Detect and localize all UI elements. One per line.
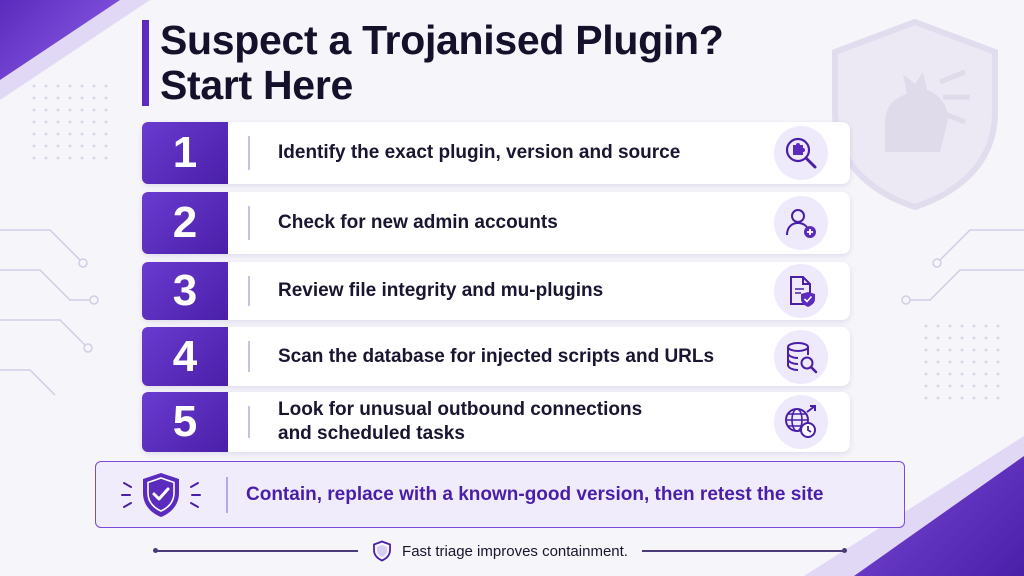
footer-line-right	[641, 548, 848, 553]
step-item-3: 3 Review file integrity and mu-plugins	[142, 262, 850, 320]
dot-pattern-left	[28, 80, 108, 160]
step-item-5: 5 Look for unusual outbound connections …	[142, 392, 850, 452]
title-accent-bar	[142, 20, 149, 106]
step-divider	[248, 206, 250, 240]
step-divider	[248, 136, 250, 170]
callout-text: Contain, replace with a known-good versi…	[246, 483, 824, 505]
file-shield-icon	[774, 264, 828, 318]
footer-line-left	[152, 548, 359, 553]
step-label: Identify the exact plugin, version and s…	[278, 142, 681, 163]
step-divider	[248, 341, 250, 372]
shield-outline-icon	[373, 540, 391, 562]
step-number: 2	[142, 192, 228, 254]
step-label-line2: and scheduled tasks	[278, 423, 465, 444]
circuit-lines-left	[0, 229, 99, 396]
puzzle-search-icon	[774, 126, 828, 180]
step-number: 5	[142, 392, 228, 452]
step-item-2: 2 Check for new admin accounts	[142, 192, 850, 254]
step-label: Look for unusual outbound connections an…	[250, 392, 850, 452]
footer: Fast triage improves containment.	[152, 540, 848, 562]
step-item-4: 4 Scan the database for injected scripts…	[142, 327, 850, 386]
database-search-icon	[774, 329, 828, 384]
dot-pattern-right	[920, 320, 1000, 400]
containment-callout: Contain, replace with a known-good versi…	[95, 461, 905, 528]
page-title-line1: Suspect a Trojanised Plugin?	[160, 17, 724, 63]
page-title-line2: Start Here	[160, 62, 353, 108]
step-number: 1	[142, 122, 228, 184]
step-label-line1: Look for unusual outbound connections	[278, 399, 643, 420]
step-label: Scan the database for injected scripts a…	[278, 345, 715, 367]
user-add-icon	[774, 196, 828, 250]
step-number: 3	[142, 262, 228, 320]
shield-check-icon	[96, 469, 226, 521]
corner-decoration-top-left	[0, 0, 120, 80]
step-item-1: 1 Identify the exact plugin, version and…	[142, 122, 850, 184]
callout-divider	[226, 476, 228, 513]
page-title: Suspect a Trojanised Plugin? Start Here	[160, 18, 800, 108]
step-label: Check for new admin accounts	[278, 212, 558, 233]
step-divider	[248, 406, 250, 438]
step-number: 4	[142, 327, 228, 386]
globe-clock-icon	[774, 395, 828, 449]
trojan-shield-watermark-icon	[832, 18, 998, 211]
step-label: Review file integrity and mu-plugins	[278, 280, 604, 301]
circuit-lines-right	[901, 229, 1024, 305]
step-divider	[248, 276, 250, 306]
footer-text: Fast triage improves containment.	[402, 542, 628, 560]
